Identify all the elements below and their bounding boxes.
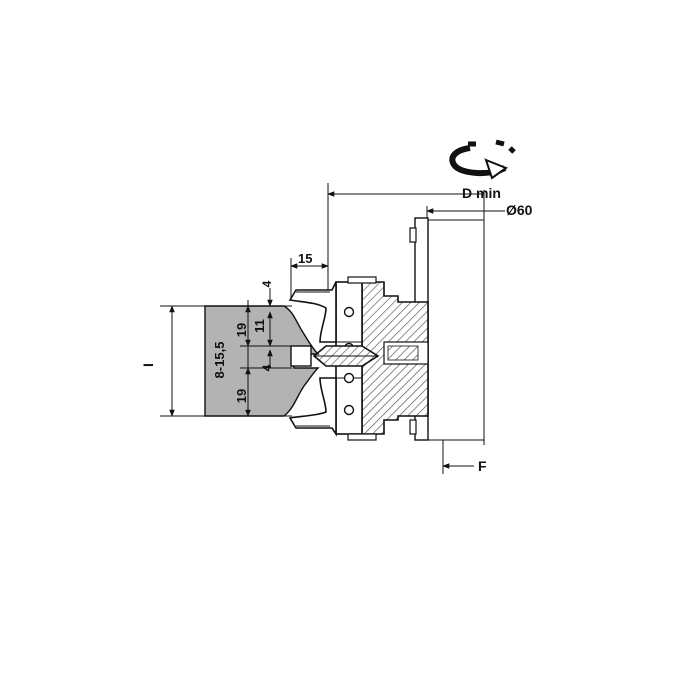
f-label: F (478, 458, 487, 474)
d-min-label: D min (462, 185, 501, 201)
screw-hole-icon (343, 372, 355, 384)
tongue-knife (312, 345, 380, 367)
height-19-top-label: 19 (234, 323, 249, 337)
height-4-top-label: 4 (260, 280, 274, 287)
inner-dimensions (240, 288, 292, 417)
hub-section (361, 281, 429, 435)
i-dimension: I (140, 305, 205, 417)
range-8-15-5-label: 8-15,5 (212, 342, 227, 379)
cutter-profile-top (288, 281, 337, 343)
workpiece (204, 305, 320, 417)
f-dimension: F (442, 440, 487, 474)
cutter-profile-bottom (288, 377, 337, 437)
screw-hole-icon (343, 306, 355, 318)
height-11-label: 11 (252, 319, 267, 333)
rotation-arrow-icon (449, 139, 516, 180)
diameter-dimension: Ø60 (426, 202, 533, 220)
width-15-label: 15 (298, 251, 312, 266)
screw-hole-icon (343, 404, 355, 416)
width-15-dimension: 15 (290, 251, 329, 300)
height-4-bottom-label: 4 (260, 364, 274, 371)
diameter-label: Ø60 (506, 202, 533, 218)
i-label: I (140, 363, 156, 367)
height-19-bottom-label: 19 (234, 389, 249, 403)
